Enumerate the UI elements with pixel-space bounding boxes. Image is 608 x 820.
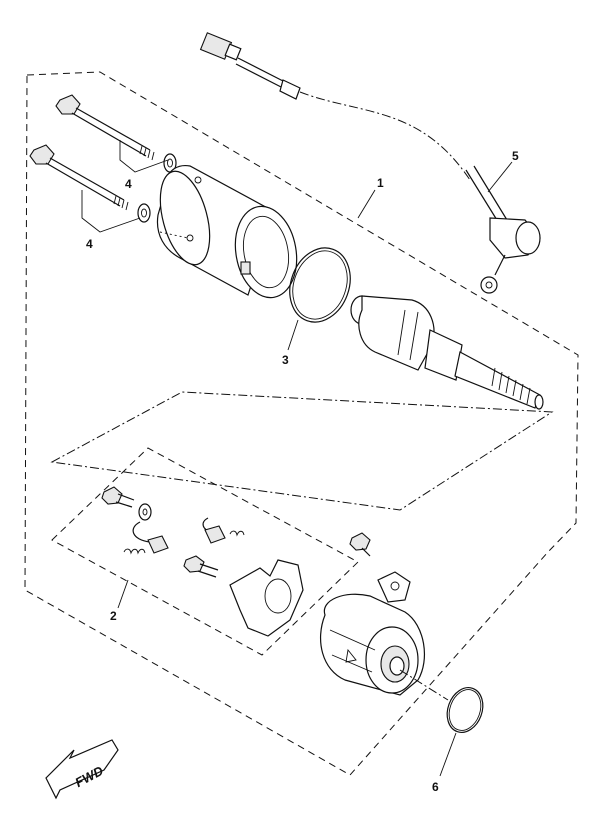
armature-spline [491, 367, 531, 405]
washer [137, 203, 151, 223]
end-cover-ear [377, 571, 411, 603]
leader-1 [357, 189, 376, 219]
bolt-shank [75, 107, 151, 151]
leader-2 [117, 579, 129, 609]
wire-boot [279, 79, 301, 100]
wire-terminal-boot-end [515, 221, 541, 255]
forward-direction-arrow: FWD [45, 739, 119, 800]
wire-ring-terminal-hole [485, 281, 493, 289]
through-bolt-lower [29, 144, 151, 223]
callout-bracket-4-upper [119, 140, 169, 173]
yoke-mark-dot [194, 176, 202, 184]
terminal-washer-hole [142, 508, 148, 516]
wire-ring-terminal [480, 276, 498, 294]
wire-connector-lock [224, 43, 242, 61]
centerline-end-cover [399, 669, 449, 701]
brush-holder-plate [229, 559, 304, 637]
holder-screw-head [183, 555, 205, 573]
washer-hole [141, 208, 147, 218]
callout-5: 5 [512, 149, 519, 163]
bolt-shank-edge [71, 112, 147, 157]
fwd-label: FWD [72, 763, 106, 790]
o-ring-part-3 [289, 247, 351, 323]
assembly-outline-brush-holder [51, 447, 359, 656]
bolt-thread [113, 195, 129, 211]
spring-left [123, 548, 146, 555]
callout-3: 3 [282, 353, 289, 367]
armature-collar [424, 329, 463, 381]
o-ring-outer [446, 687, 484, 733]
yoke-inner-bore [243, 215, 289, 289]
armature [350, 295, 544, 410]
yoke-housing [156, 165, 298, 299]
bolt-thread [139, 145, 155, 161]
o-ring-outer [289, 247, 351, 323]
leader-5 [487, 161, 513, 193]
armature-shaft [454, 351, 541, 409]
callout-bracket-4-lower [81, 190, 141, 233]
callout-6: 6 [432, 780, 439, 794]
spring-right [229, 530, 245, 537]
terminal-washer [138, 503, 152, 521]
o-ring-inner [292, 250, 348, 320]
o-ring-inner [448, 689, 482, 731]
holder-screw-shank [197, 563, 219, 578]
callout-4-upper: 4 [125, 177, 132, 191]
brush-holder-hole [264, 578, 292, 614]
armature-core-lines [397, 309, 419, 361]
bolt-head [29, 144, 55, 165]
end-cover-ear-hole [390, 581, 400, 591]
bolt-shank [49, 157, 125, 201]
brush-holder-parts-2 [101, 486, 304, 637]
lead-wire-part-5 [199, 32, 541, 294]
fwd-arrow-shape [45, 739, 119, 800]
end-cover-bore [389, 656, 405, 676]
wire-cable [237, 57, 286, 83]
washer-hole [167, 158, 173, 168]
end-cover [319, 532, 425, 696]
bolt-shank-edge [45, 162, 121, 207]
callout-4-lower: 4 [86, 237, 93, 251]
armature-shaft-tip [534, 394, 544, 410]
leader-3 [287, 319, 299, 351]
assembly-outline-armature [50, 391, 554, 511]
armature-body [358, 295, 435, 371]
wire-cable-end [465, 169, 501, 226]
bolt-head [55, 94, 81, 115]
assembly-outline-starter [24, 71, 579, 776]
leader-6 [439, 732, 457, 777]
end-cover-rib [329, 629, 376, 673]
terminal-bolt-shank [115, 493, 135, 508]
yoke-open-end [234, 205, 298, 299]
brush-lead [132, 521, 151, 543]
o-ring-part-6 [446, 687, 484, 733]
callout-2: 2 [110, 609, 117, 623]
callout-1: 1 [377, 176, 384, 190]
yoke-rear-cap [159, 170, 211, 266]
through-bolt-upper [55, 94, 177, 173]
yoke-notch [240, 261, 251, 275]
wire-cable-dashed [299, 91, 471, 181]
wire-cable-edge [235, 63, 284, 89]
end-cover-screw-shank [361, 547, 371, 557]
end-cover-screw-head [349, 532, 371, 551]
brush-right [204, 525, 226, 544]
yoke-mark-dot [186, 234, 194, 242]
end-cover-arrow-mark [345, 648, 357, 663]
wire-cable-end-edge [473, 165, 508, 221]
brush-left [147, 535, 169, 554]
wire-terminal-stem [494, 254, 506, 276]
